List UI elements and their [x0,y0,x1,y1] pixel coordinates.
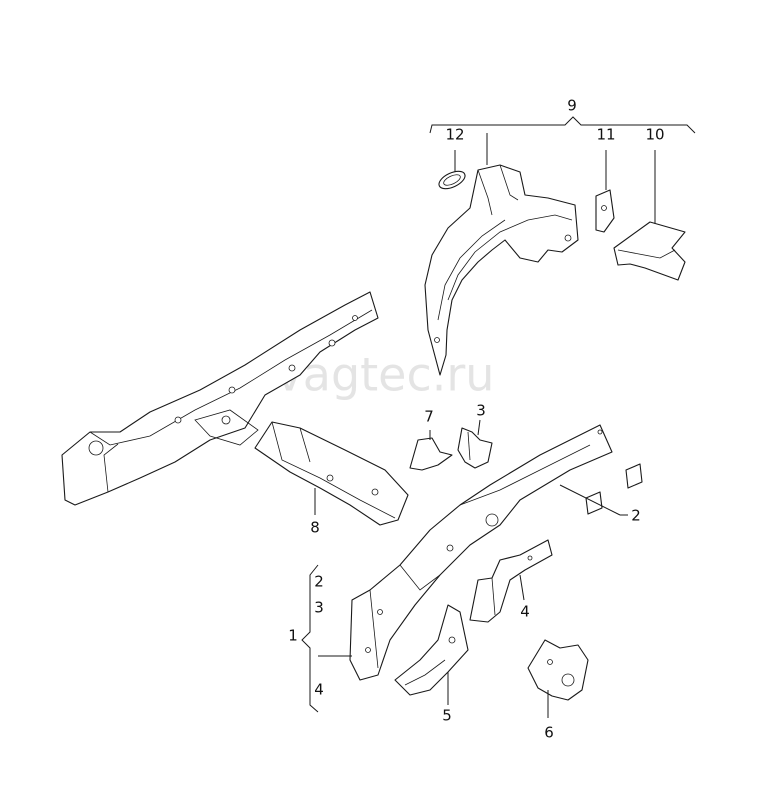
left-member-hole [174,416,182,424]
bracket-5-body [394,604,469,696]
reinforcement-part-4 [469,539,553,623]
bracket-5-rib [404,659,446,686]
right-member-ridge [459,444,591,506]
right-member-body [349,424,613,681]
bracket-part-7 [409,430,453,471]
reinforcement-4-body [469,539,553,623]
wheel-arch-post [477,169,493,216]
mount-plate-part-6 [527,639,589,718]
leader-4 [519,574,525,601]
bracket-3-body [457,427,493,469]
callout-2-bracket: 2 [314,573,324,591]
left-member-end [103,443,119,493]
callout-12: 12 [445,126,464,144]
cross-member-part-8 [254,421,409,526]
callout-3-bracket: 3 [314,599,324,617]
patch-part-2 [559,463,643,516]
mount-plate-body [527,639,589,701]
left-member-hole-large [88,440,104,456]
callout-4-right: 4 [520,603,530,621]
cross-member-edge [271,421,396,519]
callout-1: 1 [288,627,298,645]
bracket-1 [301,564,319,713]
left-member-hole-4 [328,339,336,347]
leader-2-line [559,484,621,516]
mount-plate-hole [547,659,553,665]
callout-5: 5 [442,707,452,725]
cross-member-hole-2 [371,488,379,496]
left-member-hole-2 [228,386,236,394]
right-longitudinal-member [301,424,613,713]
patch-2-upper [625,463,643,489]
bracket-part-3 [457,419,493,469]
callout-9: 9 [567,97,577,115]
left-longitudinal-member [61,291,379,506]
patch-2-lower [585,491,603,515]
reinforcement-4-fold [491,577,496,616]
bracket-3-fold [467,431,471,461]
callout-11: 11 [596,126,615,144]
wheel-arch-post-edge [499,164,519,201]
left-member-gusset-hole [221,415,231,425]
reinforcement-part-10 [613,221,686,281]
cross-member-rib [299,427,311,463]
cross-member-body [254,421,409,526]
bracket-9 [429,116,696,134]
callout-6: 6 [544,724,554,742]
bracket-part-5 [394,604,469,705]
plug-part-12 [438,170,466,190]
right-member-hole [446,544,454,552]
callout-8: 8 [310,519,320,537]
bracket-5-hole [448,636,456,644]
bracket-7-body [409,437,453,471]
left-member-body [61,291,379,506]
reinforcement-10-fold [617,249,676,259]
wheel-arch-panel [424,164,579,376]
left-member-gusset [194,409,259,446]
right-member-end-edge [369,589,379,669]
callout-7: 7 [424,408,434,426]
bracket-part-11 [595,189,615,233]
cross-member-hole [326,474,334,482]
right-member-hole-large [485,513,499,527]
left-member-ridge [89,309,373,446]
wheel-arch-rib-inner [437,219,506,321]
right-member-hole-4 [597,429,603,435]
wheel-arch-hole-lower [434,337,440,343]
left-member-hole-3 [288,364,296,372]
wheel-housing-assembly [424,116,696,376]
wheel-arch-rib [447,214,573,301]
wheel-arch-hole [564,234,572,242]
left-member-hole-5 [352,315,358,321]
reinforcement-4-hole [527,555,533,561]
bracket-11-hole [601,205,607,211]
callout-10: 10 [645,126,664,144]
callout-2-right: 2 [631,507,641,525]
right-member-rib [399,564,441,591]
right-member-hole-2 [377,609,383,615]
leader-3 [477,419,481,436]
right-member-hole-3 [365,647,371,653]
mount-plate-hole-large [561,673,575,687]
callout-4-bracket: 4 [314,681,324,699]
plug-inner-ring [443,174,461,186]
callout-3-top: 3 [476,402,486,420]
